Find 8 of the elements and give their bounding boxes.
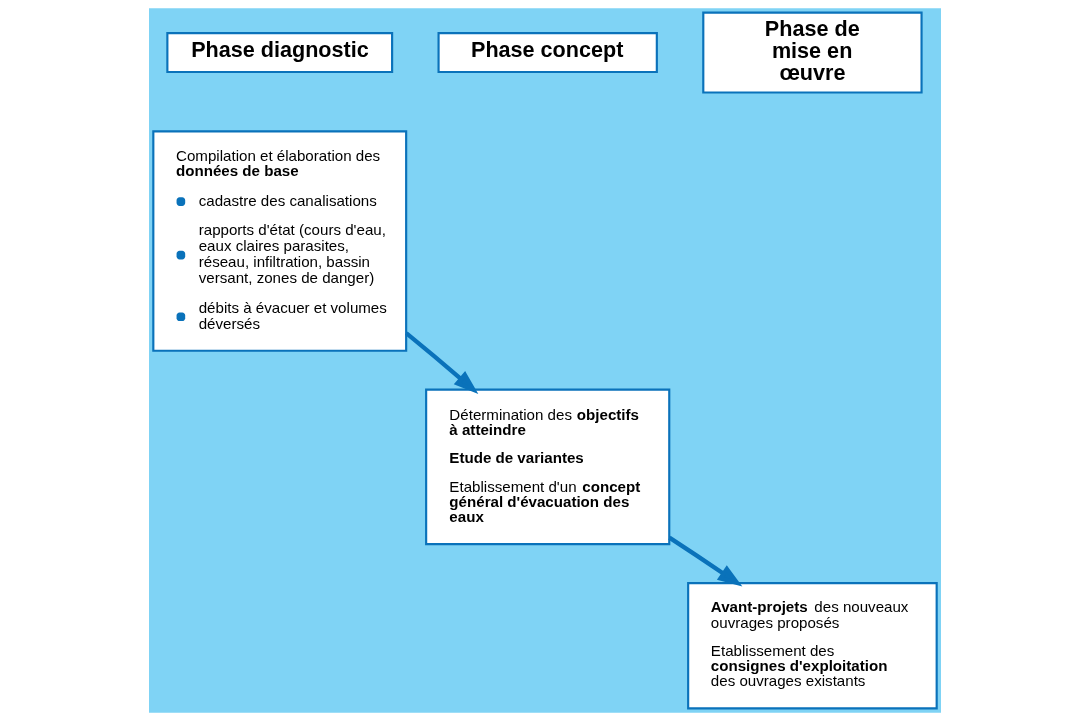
node-box: Phase concept xyxy=(437,32,658,74)
node-box: Détermination des objectifs à atteindre Etude de variantes Etablissement d'un concept général d'évacuation des eaux xyxy=(425,388,671,546)
arrow xyxy=(668,535,743,587)
arrow xyxy=(404,331,479,394)
node-box: Phase diagnostic xyxy=(166,32,394,74)
node-box: Compilation et élaboration des données de base cadastre des canalisations rapports d'état (cours d'eau, eaux claires parasites, réseau, infiltration, bassin versant, zones de danger) débits à évacuer et volumes déversés xyxy=(152,130,408,352)
node-box: Phase de mise en œuvre xyxy=(702,11,923,94)
node-box: Avant-projets des nouveaux ouvrages proposés Etablissement des consignes d'exploitation des ouvrages existants xyxy=(687,582,938,710)
